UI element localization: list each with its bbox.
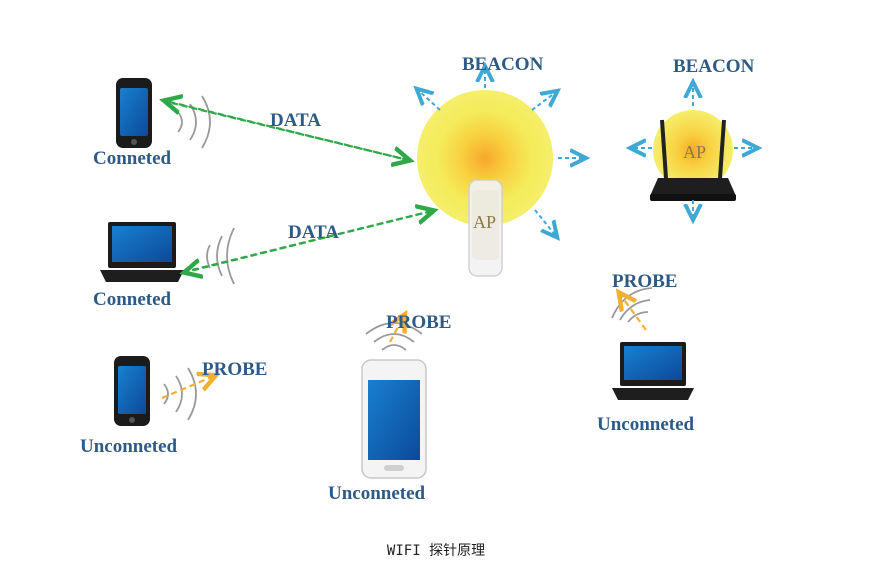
connected-laptop-label: Conneted [93,289,172,310]
access-point-main: AP [417,90,553,277]
beacon-label-main: BEACON [462,54,544,75]
smartphone-icon [116,78,152,148]
unconnected-laptop-right: Unconneted [597,287,695,435]
data-label-bottom: DATA [288,222,339,243]
unconnected-phone-left-label: Unconneted [80,436,178,457]
data-label-top: DATA [270,110,321,131]
probe-arrow [390,316,404,343]
beacon-arrows-router [632,84,756,218]
probe-label-right: PROBE [612,271,677,292]
laptop-icon [612,342,694,400]
smartphone-icon [114,356,150,426]
unconnected-laptop-right-label: Unconneted [597,414,695,435]
signal-waves [206,227,235,285]
probe-label-left: PROBE [202,359,267,380]
unconnected-smartphone-label: Unconneted [328,483,426,504]
router-icon [650,119,736,201]
probe-label-center: PROBE [386,312,451,333]
access-point-icon [468,179,503,277]
connected-phone: Conneted [93,78,211,169]
figure-caption: WIFI 探针原理 [386,543,486,559]
ap-router-label: AP [683,142,706,162]
beacon-arrow [418,90,441,111]
laptop-icon [100,222,184,282]
smartphone-icon [361,359,427,479]
beacon-arrow [534,209,556,236]
signal-waves [177,95,211,149]
ap-glow [417,90,553,226]
probe-arrow [620,294,647,331]
signal-waves [611,287,653,323]
access-point-router: AP [650,110,736,201]
router-glow [653,110,733,190]
ap-main-label: AP [473,212,496,232]
beacon-label-router: BEACON [673,56,755,77]
unconnected-smartphone: Unconneted [328,316,427,504]
beacon-arrow [531,92,556,111]
connected-laptop: Conneted [93,222,235,310]
beacon-arrows-main [418,68,584,236]
data-arrow-top [166,101,408,160]
data-arrow-bottom [186,211,432,272]
unconnected-phone-left: Unconneted [80,356,214,457]
connected-phone-label: Conneted [93,148,172,169]
signal-waves [163,367,197,421]
